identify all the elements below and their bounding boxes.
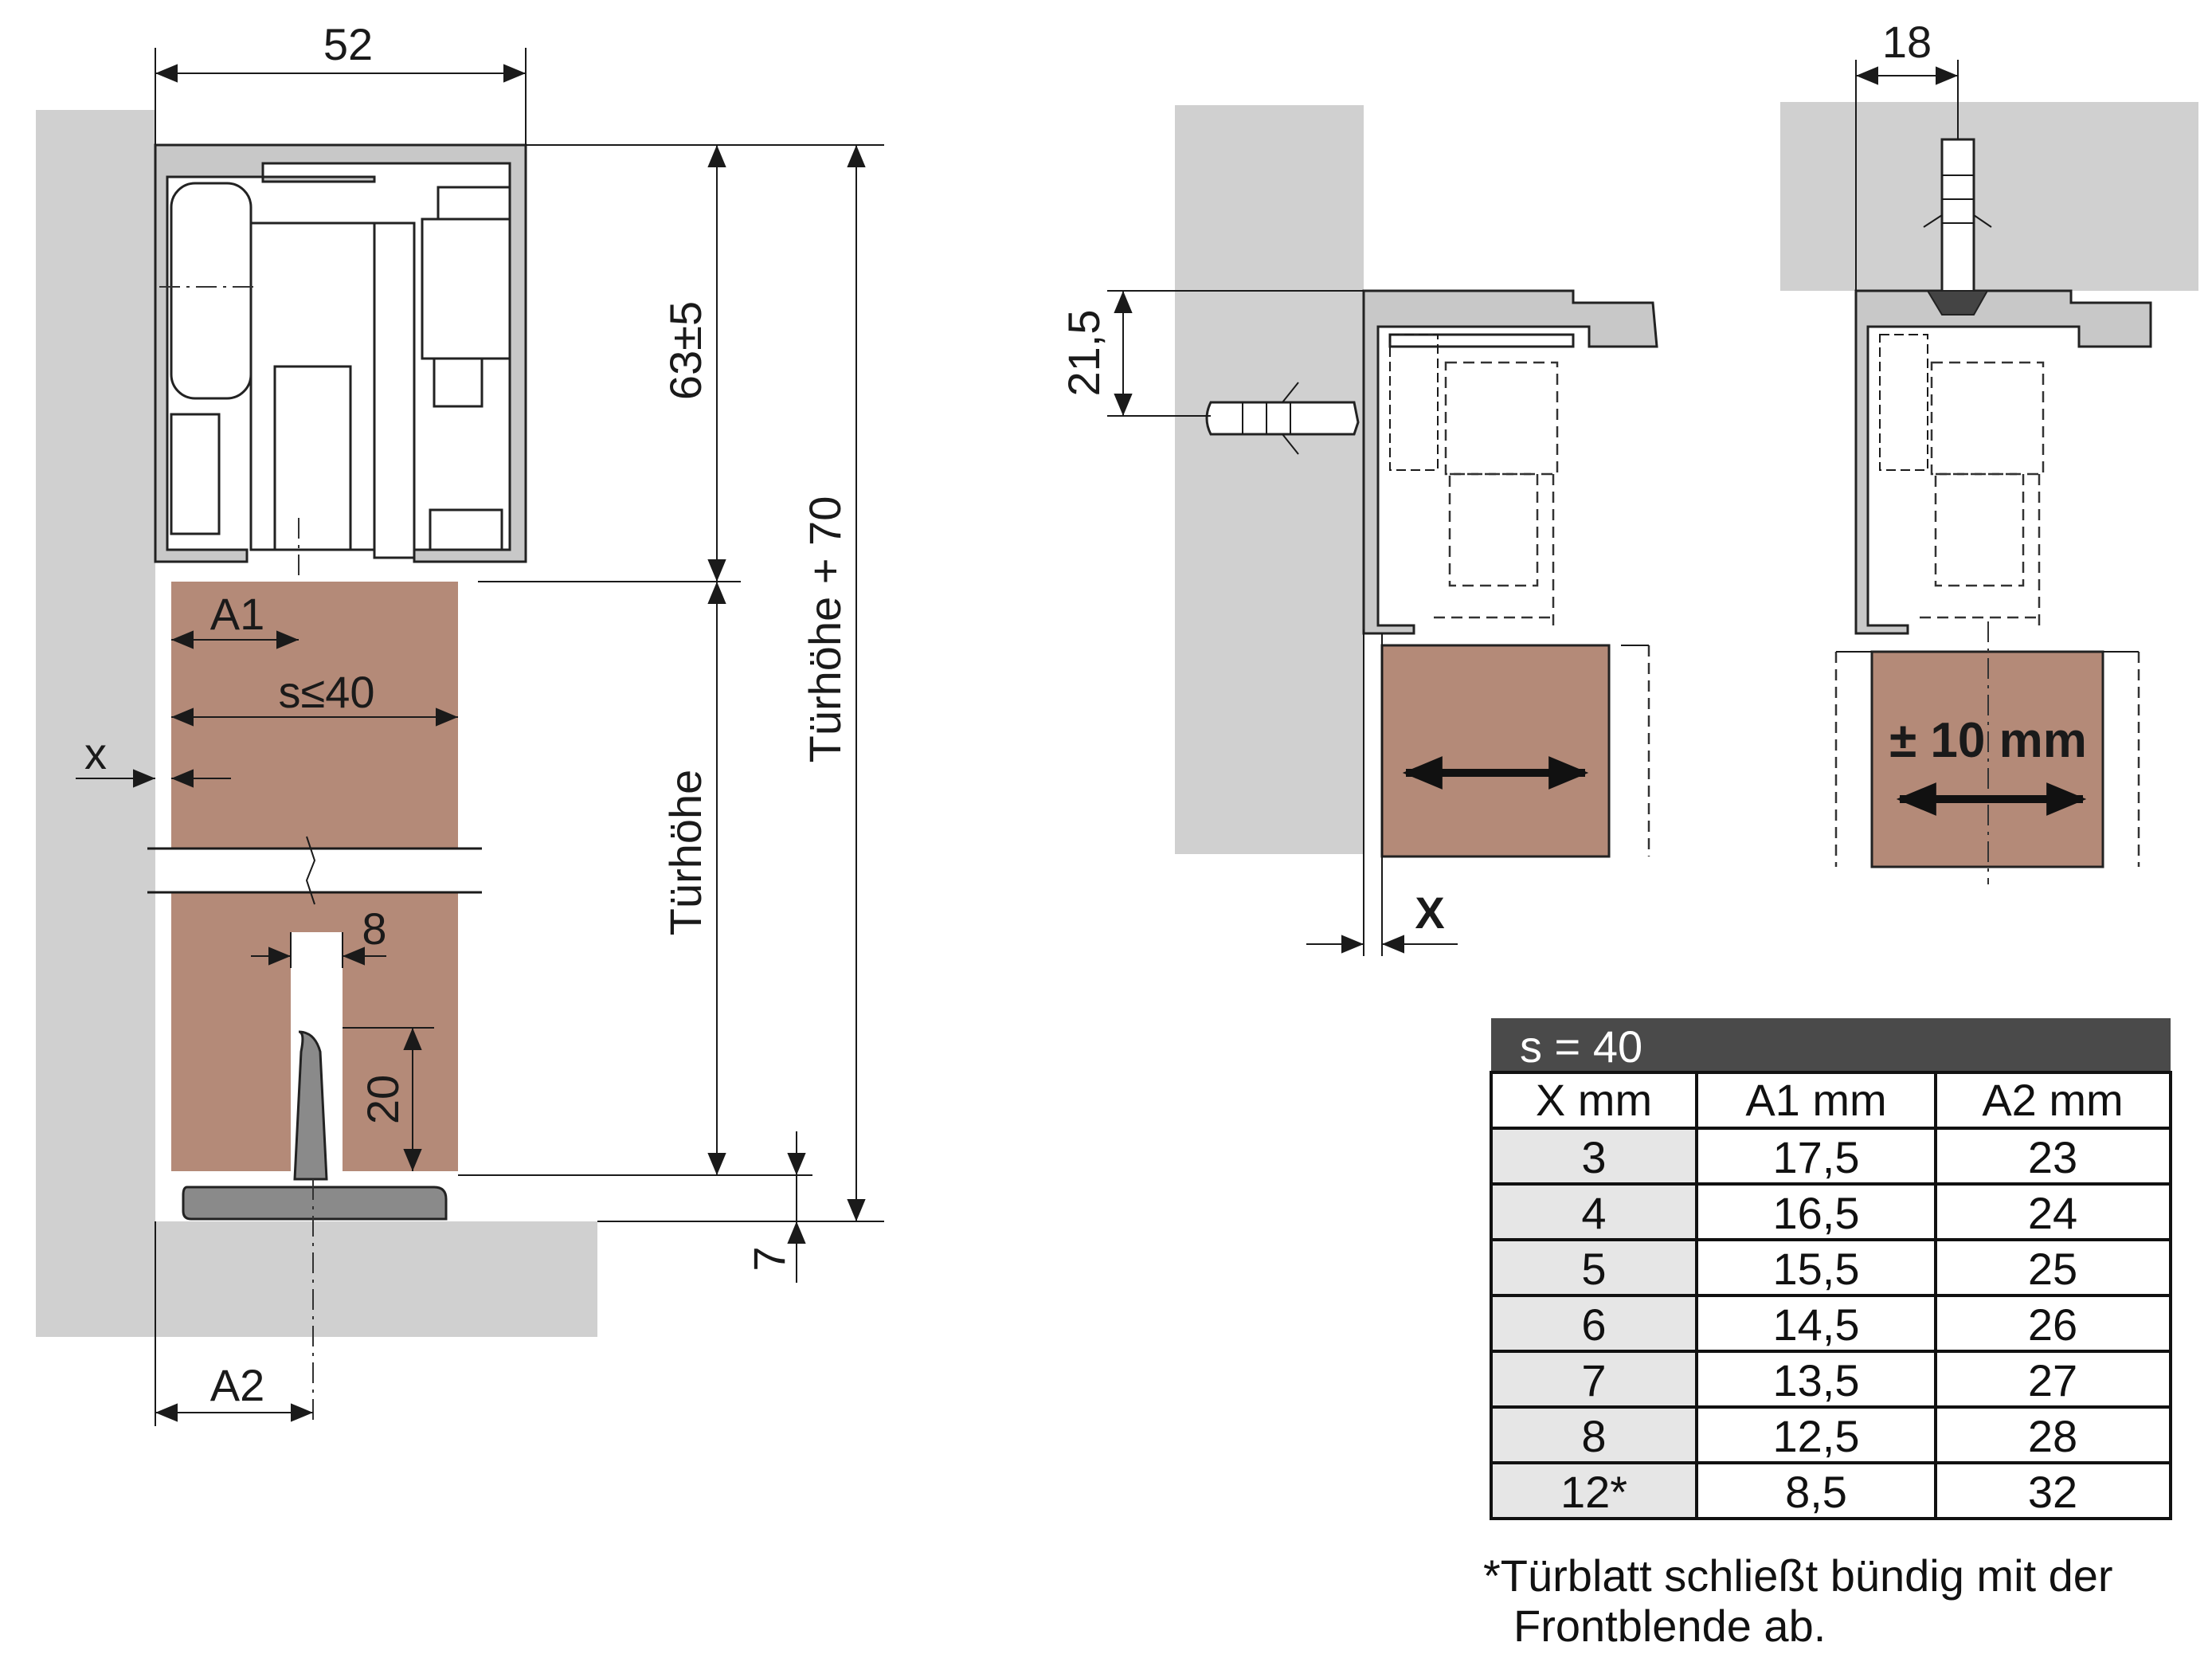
table-cell: 24 [2028, 1188, 2077, 1238]
table-header-a2: A2 mm [1982, 1075, 2123, 1125]
table-row-shade [1491, 1295, 1697, 1351]
table-cell: 8,5 [1785, 1467, 1847, 1517]
dim-x-label: x [84, 728, 107, 778]
left-section-view: 52 63±5 Türhöhe + 70 Türhöhe 7 A1 s≤40 x [36, 19, 884, 1426]
table-cell: 12* [1560, 1467, 1627, 1517]
floor [155, 1221, 597, 1337]
dim-middle-x-label: X [1415, 888, 1444, 938]
table-cell: 4 [1581, 1188, 1606, 1238]
dimension-table: s = 40 3 17,5 23 4 16,5 24 5 15,5 25 6 14,5 26 7 13,5… [1490, 1018, 2172, 1520]
table-cell: 17,5 [1773, 1132, 1860, 1182]
table-cell: 8 [1581, 1411, 1606, 1461]
dim-floor-label: 7 [744, 1246, 794, 1271]
right-section-view: ± 10 mm 18 [1780, 17, 2198, 884]
middle-section-view: 21,5 X [1059, 105, 1658, 956]
footnote-line-2: Frontblende ab. [1513, 1601, 1826, 1651]
dim-guide-label: 20 [358, 1075, 408, 1124]
table-row-shade [1491, 1128, 1697, 1184]
table-row-shade [1491, 1240, 1697, 1295]
table-cell: 16,5 [1773, 1188, 1860, 1238]
table-cell: 25 [2028, 1244, 2077, 1294]
footnote-line-1: *Türblatt schließt bündig mit der [1483, 1550, 2113, 1601]
table-cell: 26 [2028, 1299, 2077, 1350]
table-cell: 28 [2028, 1411, 2077, 1461]
table-row-shade [1491, 1351, 1697, 1407]
table-cell: 32 [2028, 1467, 2077, 1517]
ceiling-dowel-icon [1923, 138, 1992, 316]
dim-a2-label: A2 [210, 1360, 265, 1410]
table-row-shade [1491, 1463, 1697, 1519]
dim-right-width-label: 18 [1882, 17, 1932, 67]
rail-profile [154, 143, 527, 563]
wall-middle [1175, 105, 1364, 854]
table-cell: 23 [2028, 1132, 2077, 1182]
table-cell: 6 [1581, 1299, 1606, 1350]
door-middle [1380, 644, 1611, 858]
dim-top-label: 63±5 [660, 301, 711, 400]
floor-guide [182, 1030, 448, 1221]
table-cell: 5 [1581, 1244, 1606, 1294]
dim-a1-label: A1 [210, 589, 265, 639]
table-header-a1: A1 mm [1745, 1075, 1886, 1125]
dim-width-label: 52 [323, 19, 373, 69]
dim-slot-label: 8 [362, 903, 386, 954]
adjust-label: ± 10 mm [1889, 713, 2087, 768]
table-cell: 3 [1581, 1132, 1606, 1182]
dim-door-label: Türhöhe [660, 770, 711, 936]
table-title: s = 40 [1520, 1021, 1642, 1072]
table-cell: 27 [2028, 1355, 2077, 1405]
dim-total-label: Türhöhe + 70 [800, 496, 850, 763]
table-cell: 7 [1581, 1355, 1606, 1405]
table-cell: 13,5 [1773, 1355, 1860, 1405]
table-row-shade [1491, 1407, 1697, 1463]
dim-s-label: s≤40 [278, 667, 374, 717]
table-cell: 12,5 [1773, 1411, 1860, 1461]
table-row-shade [1491, 1184, 1697, 1240]
ceiling-right [1780, 102, 2198, 291]
table-header-x: X mm [1536, 1075, 1652, 1125]
table-cell: 14,5 [1773, 1299, 1860, 1350]
dim-middle-height-label: 21,5 [1059, 310, 1109, 397]
table-cell: 15,5 [1773, 1244, 1860, 1294]
wall-left [36, 110, 155, 1337]
wall-dowel-icon [1205, 382, 1360, 455]
